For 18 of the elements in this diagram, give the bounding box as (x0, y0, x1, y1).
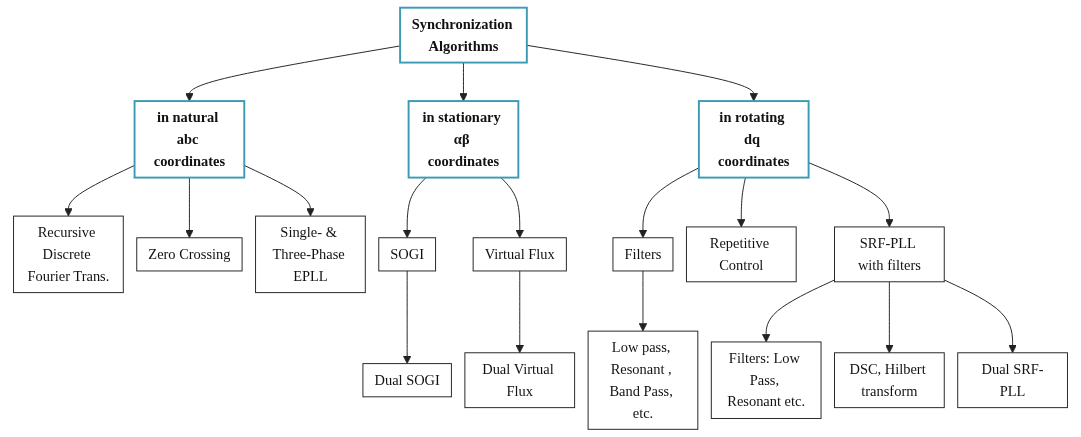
node-box: in stationary αβ coordinates (407, 100, 520, 179)
node-box: Synchronization Algorithms (399, 6, 528, 64)
node-box: Filters (612, 237, 674, 272)
node-box: Dual SRF-PLL (957, 352, 1068, 409)
node-box: Zero Crossing (136, 237, 243, 272)
node-box: DSC, Hilbert transform (834, 352, 945, 409)
node-box: Filters: Low Pass, Resonant etc. (710, 341, 822, 419)
node-box: SOGI (378, 237, 437, 272)
node-box: SRF-PLL with filters (834, 226, 945, 283)
node-box: Recursive Discrete Fourier Trans. (13, 215, 124, 294)
node-box: Repetitive Control (685, 226, 797, 283)
node-box: in rotating dq coordinates (697, 100, 810, 179)
node-box: Virtual Flux (472, 237, 567, 272)
node-box: Dual SOGI (362, 363, 452, 398)
node-box: in natural abc coordinates (133, 100, 246, 179)
node-box: Low pass, Resonant , Band Pass, etc. (587, 330, 699, 430)
node-box: Single- & Three-Phase EPLL (255, 215, 366, 294)
node-box: Dual Virtual Flux (464, 352, 576, 409)
